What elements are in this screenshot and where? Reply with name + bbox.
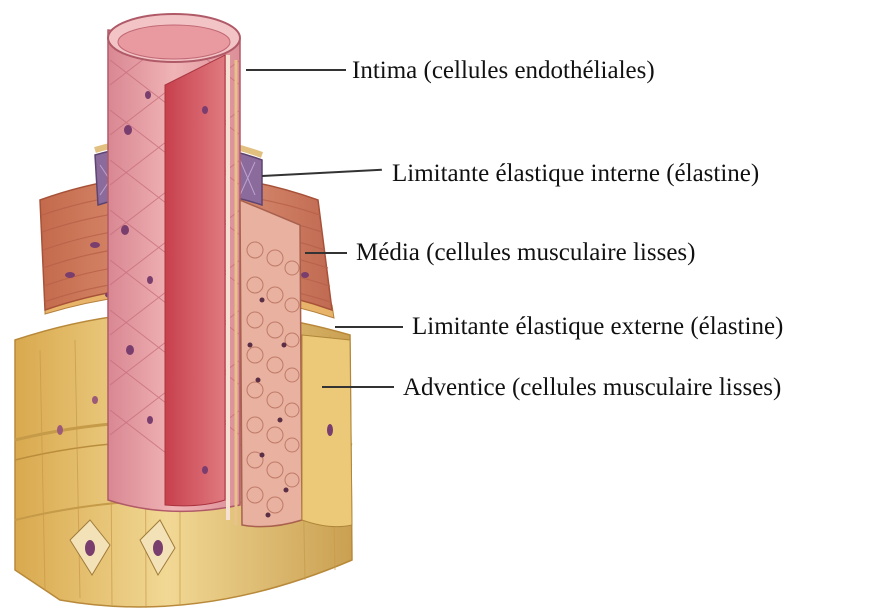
adventice-leader-line [322,386,394,388]
media-leader-line [305,252,347,254]
lei-label: Limitante élastique interne (élastine) [392,161,759,186]
adventice-label: Adventice (cellules musculaire lisses) [403,375,781,400]
media-label: Média (cellules musculaire lisses) [356,240,695,265]
intima-leader-line [246,69,346,71]
lee-leader-line [335,326,403,328]
lee-label: Limitante élastique externe (élastine) [412,314,783,339]
intima-label: Intima (cellules endothéliales) [352,58,655,83]
intima-tube [108,14,240,525]
wall-cross-section [240,200,352,527]
